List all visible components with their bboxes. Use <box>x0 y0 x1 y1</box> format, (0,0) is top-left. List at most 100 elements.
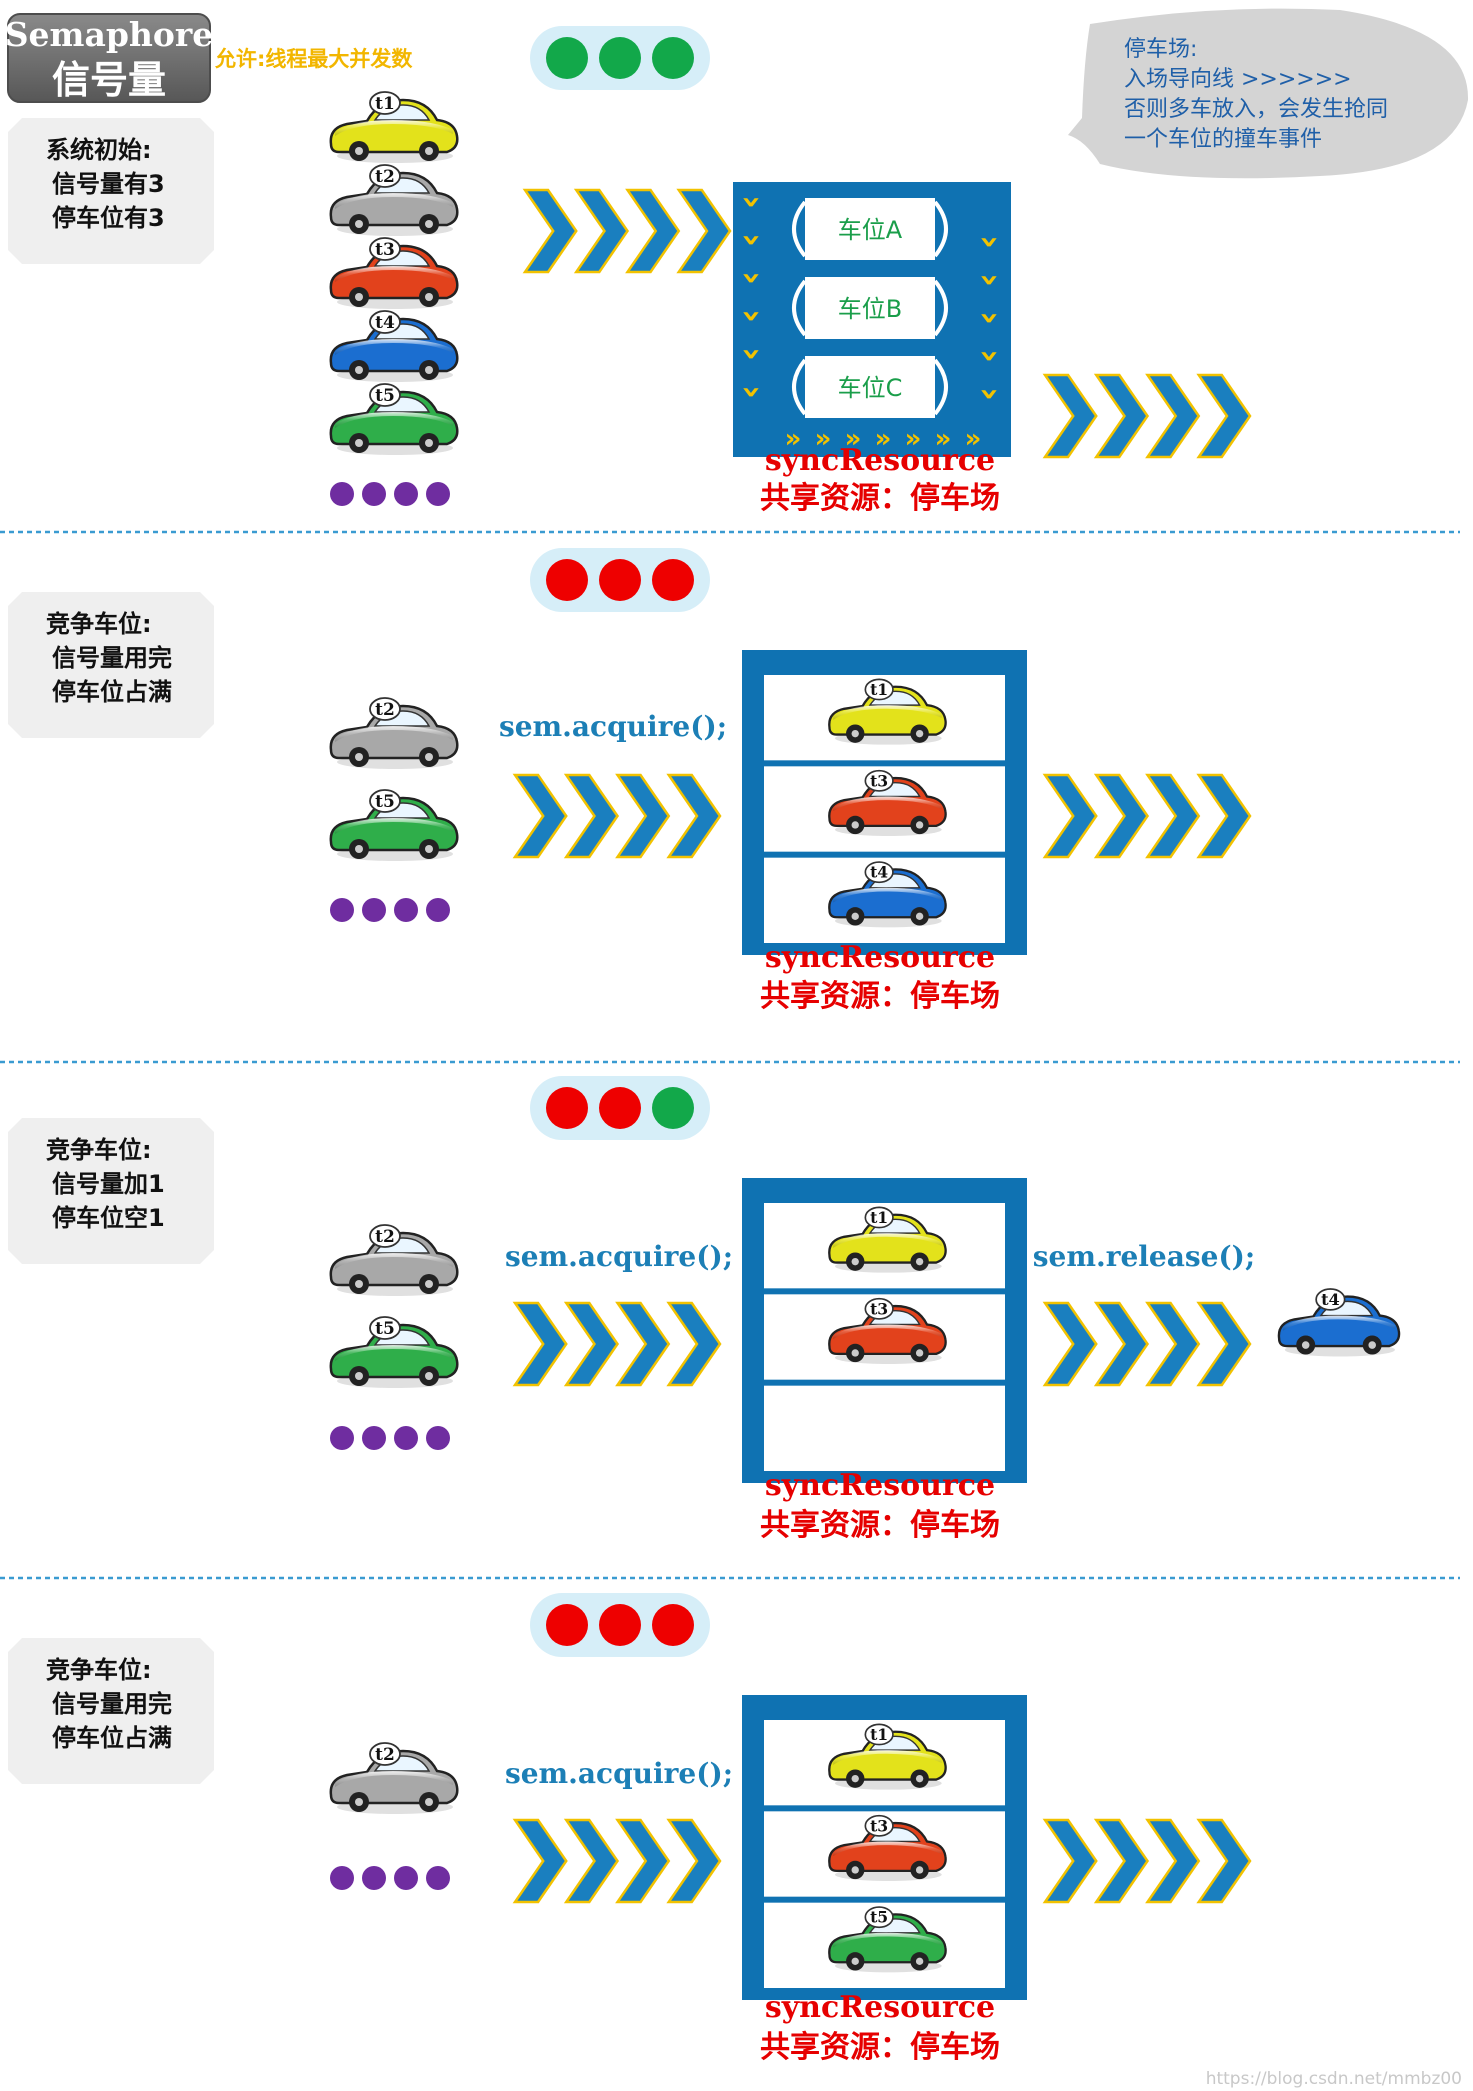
exit-arrows <box>1042 1301 1252 1387</box>
car-label: t4 <box>1321 1290 1340 1309</box>
car-label: t4 <box>870 863 888 882</box>
chevron-arrow <box>1042 1301 1098 1387</box>
acquire-code: sem.acquire(); <box>505 1240 733 1273</box>
parking-lot: t1 t3 <box>742 1178 1027 1483</box>
car-t3-icon: t3 <box>329 237 459 309</box>
dot <box>330 1866 354 1890</box>
chevron-arrow <box>666 1818 722 1904</box>
traffic-light-icon <box>530 26 710 90</box>
guide-arrow: » <box>905 424 922 454</box>
car-label: t5 <box>375 792 395 812</box>
status-box: 竞争车位: 信号量加1 停车位空1 <box>8 1118 214 1264</box>
guide-arrow: › <box>970 387 1010 401</box>
guide-arrow: » <box>785 424 802 454</box>
resource-label: syncResource <box>765 1468 995 1503</box>
car-t5-icon: t5 <box>329 789 459 861</box>
note-line-2: 入场导向线 >>>>>> <box>1124 67 1352 92</box>
title-badge: Semaphore 信号量 <box>5 13 213 103</box>
status-line: 信号量用完 <box>52 644 172 672</box>
parking-slot <box>805 198 935 260</box>
car-tag <box>369 697 401 721</box>
guide-arrow: » <box>875 424 892 454</box>
car-label: t1 <box>870 1208 888 1227</box>
dot <box>426 1426 450 1450</box>
dot <box>330 1426 354 1450</box>
car-label: t1 <box>870 1725 888 1744</box>
guide-arrow: › <box>970 273 1010 287</box>
green-light <box>599 37 641 79</box>
dot <box>394 1426 418 1450</box>
car-tag <box>864 1206 894 1229</box>
resource-label: syncResource <box>765 443 995 478</box>
car-tag <box>369 1742 401 1766</box>
car-tag <box>864 769 894 792</box>
car-t1-icon: t1 <box>828 1723 947 1790</box>
status-line: 系统初始: <box>46 136 152 164</box>
chevron-arrow <box>1042 373 1098 459</box>
car-label: t3 <box>870 771 888 790</box>
chevron-arrow <box>1196 1301 1252 1387</box>
dot <box>394 898 418 922</box>
section-full-2: 竞争车位:信号量用完停车位占满t2sem.acquire();t1t3t5syn… <box>8 1593 1252 2065</box>
section-full-1: 竞争车位:信号量用完停车位占满t2t5sem.acquire();t1t3t4s… <box>8 548 1252 1014</box>
car-t3-icon: t3 <box>828 1297 947 1365</box>
parking-slot <box>805 356 935 418</box>
car-t2-icon: t2 <box>329 1224 459 1296</box>
guide-arrow: » <box>845 424 862 454</box>
dot <box>330 482 354 506</box>
car-tag <box>369 383 401 407</box>
car-t1-icon: t1 <box>828 678 947 745</box>
status-line: 竞争车位: <box>46 1136 152 1164</box>
status-line: 停车位空1 <box>52 1204 165 1232</box>
chevron-arrow <box>563 1301 620 1387</box>
chevron-arrow <box>1042 1818 1098 1904</box>
car-tag <box>369 1316 401 1340</box>
guide-arrow: › <box>970 311 1010 325</box>
car-label: t1 <box>870 680 888 699</box>
car-label: t2 <box>375 167 395 187</box>
guide-arrow: › <box>732 385 772 399</box>
car-tag <box>369 91 401 115</box>
entry-arrows <box>522 188 732 274</box>
guide-arrow: › <box>970 235 1010 249</box>
car-t4-icon: t4 <box>828 861 947 928</box>
chevron-arrow <box>512 773 568 859</box>
status-line: 信号量加1 <box>52 1170 165 1198</box>
dot <box>394 1866 418 1890</box>
guide-arrow: › <box>732 347 772 361</box>
car-label: t3 <box>870 1299 888 1318</box>
car-t1-icon: t1 <box>828 1206 947 1273</box>
car-t5-icon: t5 <box>329 1316 459 1388</box>
allow-label: 允许:线程最大并发数 <box>214 47 413 71</box>
more-threads-dots <box>330 482 450 506</box>
red-light <box>546 559 588 601</box>
red-light <box>599 559 641 601</box>
dot <box>362 482 386 506</box>
chevron-arrow <box>563 1818 620 1904</box>
car-t5-icon: t5 <box>828 1906 947 1973</box>
car-t2-icon: t2 <box>329 164 459 236</box>
car-t4-icon: t4 <box>1277 1288 1401 1357</box>
red-light <box>652 1604 694 1646</box>
status-line: 信号量用完 <box>52 1690 172 1718</box>
status-line: 竞争车位: <box>46 1656 152 1684</box>
car-label: t1 <box>375 94 395 114</box>
status-line: 停车位有3 <box>52 204 165 232</box>
car-label: t5 <box>870 1908 888 1927</box>
dot <box>426 1866 450 1890</box>
note-line-4: 一个车位的撞车事件 <box>1124 127 1322 152</box>
exit-arrows <box>1042 773 1252 859</box>
car-tag <box>864 1814 894 1837</box>
resource-desc: 共享资源：停车场 <box>760 979 1000 1014</box>
chevron-arrow <box>676 188 732 274</box>
car-tag <box>864 861 894 884</box>
parking-lot: t1 t3 t4 <box>742 650 1027 955</box>
note-line-3: 否则多车放入，会发生抢同 <box>1124 97 1388 122</box>
chevron-arrow <box>666 1301 722 1387</box>
chevron-arrow <box>1196 373 1252 459</box>
